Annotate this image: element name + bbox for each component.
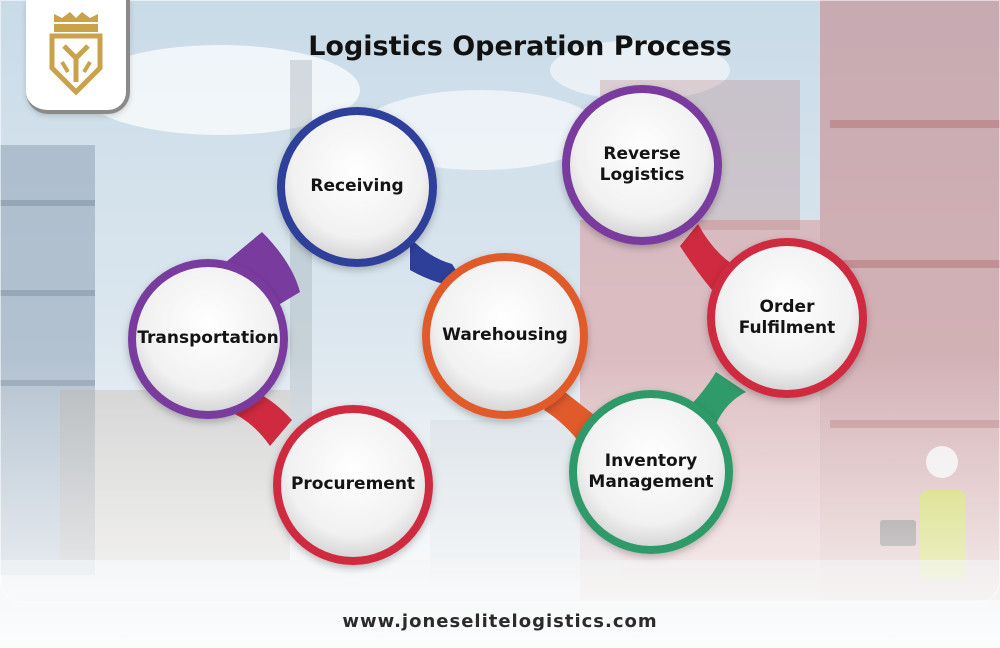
node-label-reverse-logistics: Reverse Logistics <box>599 143 685 185</box>
connector-reverse-order <box>680 224 732 290</box>
connector-receiving-transportation <box>226 232 300 316</box>
node-procurement <box>273 405 433 565</box>
node-label-transportation: Transportation <box>137 328 279 349</box>
brand-logo-box <box>26 0 130 114</box>
node-label-inventory-management: Inventory Management <box>588 450 714 492</box>
page-title: Logistics Operation Process <box>308 31 732 62</box>
node-transportation <box>128 259 288 419</box>
footer-url: www.joneselitelogistics.com <box>342 611 658 632</box>
node-receiving <box>277 107 437 267</box>
node-label-order-fulfilment: Order Fulfilment <box>738 296 836 338</box>
node-label-receiving: Receiving <box>310 176 404 197</box>
node-order-fulfilment <box>707 238 867 398</box>
node-reverse-logistics <box>562 85 722 245</box>
node-warehousing <box>422 253 588 419</box>
crown-shield-logo-icon <box>49 12 103 96</box>
node-label-procurement: Procurement <box>290 474 416 495</box>
node-inventory-management <box>569 390 733 554</box>
node-label-warehousing: Warehousing <box>442 325 568 346</box>
